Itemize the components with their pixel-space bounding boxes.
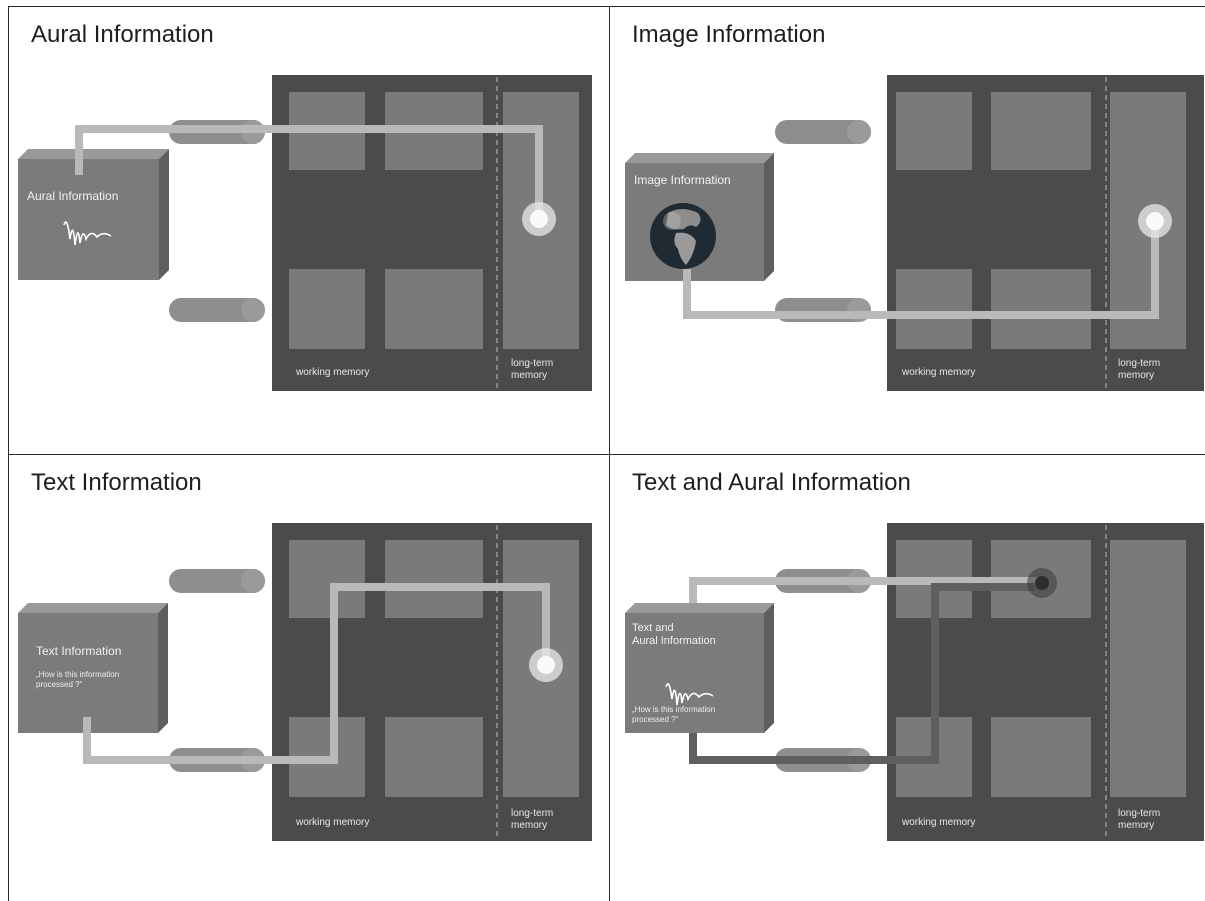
panel-title: Aural Information	[31, 21, 214, 48]
signal-path	[683, 225, 1159, 319]
aural-diagram: working memory long-term memory Aural In…	[18, 75, 592, 391]
left-border	[8, 6, 9, 901]
cube-front	[625, 613, 764, 733]
working-memory-label: working memory	[295, 367, 369, 378]
cube-top	[18, 603, 168, 613]
channel-bottom-cap	[241, 298, 265, 322]
image-diagram: working memory long-term memory Image In…	[625, 75, 1204, 391]
cube-top	[625, 603, 774, 613]
panel-image: Image Information working memory long-te…	[610, 7, 1205, 454]
cube-label: Image Information	[634, 173, 731, 187]
ltm-label-1: long-term	[511, 358, 553, 369]
text-diagram: working memory long-term memory Text Inf…	[18, 523, 592, 841]
cube-label: Text Information	[36, 644, 121, 658]
wm-slot-top-right	[991, 92, 1091, 170]
cube-top	[625, 153, 774, 163]
channel-top-cap	[241, 569, 265, 593]
wm-slot-bottom-right	[385, 269, 483, 349]
wm-slot-bottom-left	[289, 269, 365, 349]
cube-label-1: Text and	[632, 622, 674, 634]
ltm-label-2: memory	[511, 820, 547, 831]
panel-title: Text and Aural Information	[632, 469, 911, 496]
signal-path	[75, 125, 543, 219]
cube-side	[764, 153, 774, 281]
panel-title: Image Information	[632, 21, 826, 48]
cube-side	[764, 603, 774, 733]
text-aural-diagram: working memory long-term memory Text and…	[625, 523, 1204, 841]
sound-wave-icon	[665, 683, 714, 706]
cube-front	[18, 159, 159, 280]
wm-slot-bottom-right	[385, 717, 483, 797]
ltm-target	[537, 656, 555, 674]
channel-top	[775, 120, 871, 144]
ltm-target	[1146, 212, 1164, 230]
cube-label-2: Aural Information	[632, 635, 716, 647]
cube-side	[158, 603, 168, 733]
cube-label: Aural Information	[27, 189, 118, 203]
channel-top-cap	[847, 120, 871, 144]
working-memory-label: working memory	[901, 817, 975, 828]
channel-top	[169, 569, 265, 593]
cube-quote-1: „How is this information	[36, 670, 119, 679]
ltm-label-1: long-term	[1118, 808, 1160, 819]
ltm-label-2: memory	[511, 370, 547, 381]
ltm-label-1: long-term	[511, 808, 553, 819]
cube-quote-1: „How is this information	[632, 705, 715, 714]
wm-slot-top-right	[385, 540, 483, 618]
panel-aural: Aural Information working memory long-te…	[9, 7, 609, 454]
signal-path	[83, 583, 550, 764]
wm-target	[1035, 576, 1049, 590]
horizontal-divider	[8, 454, 1205, 455]
ltm-label-2: memory	[1118, 370, 1154, 381]
cube-quote-2: processed ?“	[632, 715, 679, 724]
cube-quote-2: processed ?“	[36, 680, 83, 689]
cube-front	[18, 613, 158, 733]
earth-globe-icon	[650, 203, 716, 269]
top-border	[8, 6, 1205, 7]
panel-title: Text Information	[31, 469, 202, 496]
ltm-label-2: memory	[1118, 820, 1154, 831]
working-memory-label: working memory	[901, 367, 975, 378]
wm-slot-bottom-left	[896, 269, 972, 349]
working-memory-label: working memory	[295, 817, 369, 828]
wm-slot-bottom-right	[991, 717, 1091, 797]
ltm-label-1: long-term	[1118, 358, 1160, 369]
wm-slot-top-left	[896, 92, 972, 170]
text-signal-path	[689, 583, 1034, 764]
channel-bottom	[169, 298, 265, 322]
cube-side	[159, 149, 169, 280]
vertical-divider	[609, 6, 610, 901]
ltm-slot	[1110, 540, 1186, 797]
sound-wave-icon	[63, 221, 112, 246]
wm-slot-top-left	[289, 540, 365, 618]
ltm-target	[530, 210, 548, 228]
wm-slot-bottom-right	[991, 269, 1091, 349]
panel-text: Text Information working memory long-ter…	[9, 455, 609, 901]
aural-signal-path	[689, 577, 1040, 603]
panel-text-aural: Text and Aural Information working memor…	[610, 455, 1205, 901]
cube-top	[18, 149, 169, 159]
